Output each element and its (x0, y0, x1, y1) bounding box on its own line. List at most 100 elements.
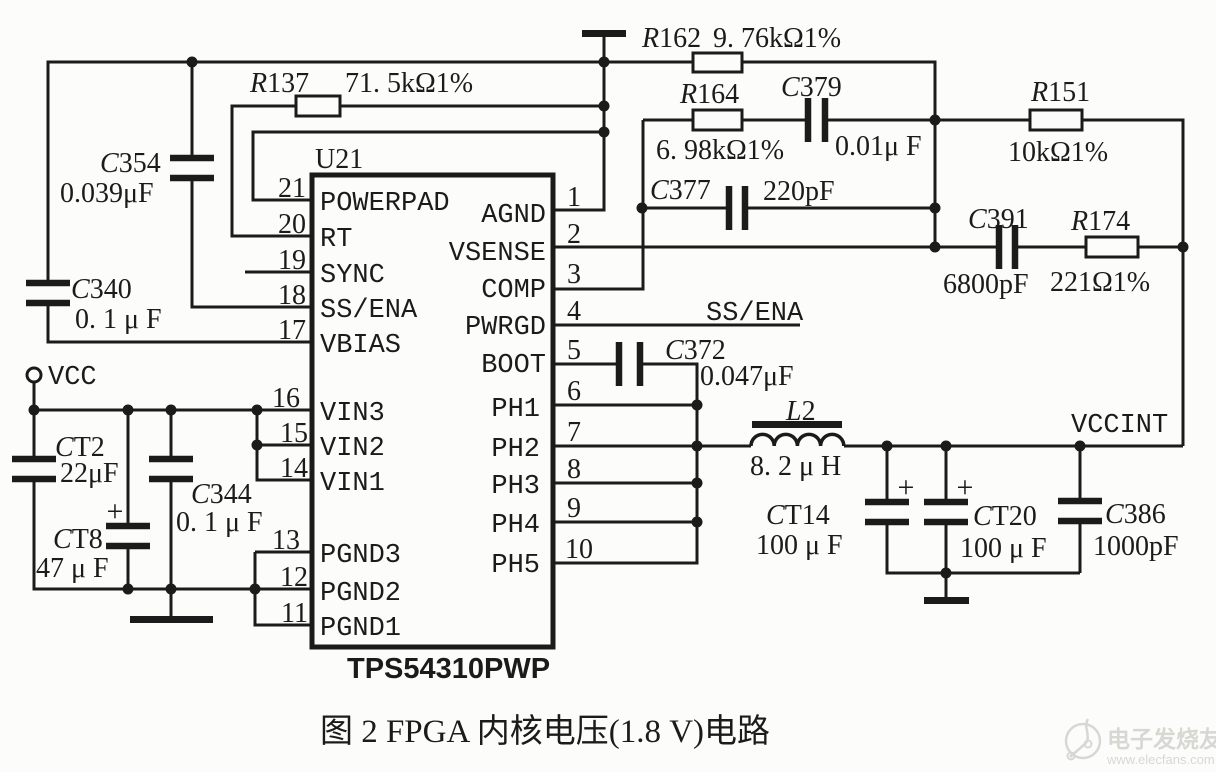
polarity-CT8: + (107, 495, 124, 528)
value-R164: 6. 98kΩ1% (656, 135, 784, 166)
pin-label-agnd: AGND (481, 201, 546, 231)
pin-number-14: 14 (280, 453, 308, 484)
value-CT20: 100 μ F (960, 533, 1047, 564)
inductor-coils (749, 432, 846, 447)
label-R164: R164 (679, 79, 739, 110)
inductor-bar (752, 421, 842, 428)
pin-number-2: 2 (567, 219, 581, 250)
watermark-site: www.elecfans.com (1106, 752, 1215, 767)
label-CT20: CT20 (973, 501, 1037, 532)
vcc-port (25, 366, 43, 384)
pin-label-pgnd1: PGND1 (320, 614, 401, 644)
pin-label-boot: BOOT (481, 351, 546, 381)
pin-number-3: 3 (567, 259, 581, 290)
pin-label-ph2: PH2 (491, 435, 540, 465)
value-C386: 1000pF (1093, 531, 1179, 562)
pin-label-vbias: VBIAS (320, 331, 401, 361)
junction-dot (929, 114, 941, 126)
junction-dot (1177, 241, 1189, 253)
junction-dot (940, 440, 952, 452)
junction-dot (929, 241, 941, 253)
pin-label-vin1: VIN1 (320, 469, 385, 499)
junction-dot (691, 399, 703, 411)
pin-number-19: 19 (278, 245, 306, 276)
net-label-vcc: VCC (48, 363, 97, 393)
capacitor-CT14 (865, 498, 909, 526)
wire-output-caps (885, 446, 1082, 597)
pin-label-ph4: PH4 (491, 511, 540, 541)
wire-c354-ssena (190, 62, 312, 309)
wire-r137-rt (230, 104, 604, 238)
resistors (294, 51, 1140, 259)
junction-dot (251, 404, 263, 416)
label-CT2: CT2 (55, 432, 105, 463)
value-L2: 8. 2 μ H (750, 451, 841, 482)
junction-dot (186, 56, 198, 68)
junction-dot (940, 567, 952, 579)
label-CT14: CT14 (766, 500, 830, 531)
pin-label-ph5: PH5 (491, 551, 540, 581)
label-CT8: CT8 (53, 524, 103, 555)
capacitor-C354 (170, 154, 214, 182)
left-pin-numbers: 21 20 19 18 17 16 15 14 13 12 11 (272, 173, 308, 629)
capacitor-C344 (149, 455, 193, 483)
value-C372: 0.047μF (700, 361, 794, 392)
pin-number-17: 17 (278, 315, 306, 346)
chip-body (309, 172, 556, 650)
wire-agnd-stub-pin1 (553, 34, 606, 212)
value-C379: 0.01μ F (835, 131, 922, 162)
junction-dots (28, 56, 1189, 595)
ground-symbol-right (924, 597, 969, 604)
label-C354: C354 (100, 148, 161, 179)
left-pin-names: POWERPAD RT SYNC SS/ENA VBIAS VIN3 VIN2 … (320, 189, 450, 644)
label-C340: C340 (71, 274, 132, 305)
junction-dot (598, 126, 610, 138)
value-C354: 0.039μF (60, 178, 154, 209)
capacitor-C372 (615, 342, 644, 386)
resistor-R162-body (691, 51, 744, 74)
value-R174: 221Ω1% (1050, 267, 1150, 298)
junction-dot (249, 583, 261, 595)
value-R162: 9. 76kΩ1% (713, 23, 841, 54)
resistor-R137-body (294, 94, 342, 118)
capacitor-CT8 (106, 522, 150, 550)
capacitors (12, 98, 1102, 550)
pin-number-4: 4 (567, 296, 581, 327)
pin-number-16: 16 (272, 383, 300, 414)
pin-label-vin2: VIN2 (320, 434, 385, 464)
pin-number-11: 11 (281, 598, 308, 629)
value-C340: 0. 1 μ F (75, 304, 162, 335)
junction-dot (929, 202, 941, 214)
junction-dot (251, 439, 263, 451)
junction-dot (1074, 440, 1086, 452)
component-labels: R137 71. 5kΩ1% R162 9. 76kΩ1% R164 6. 98… (36, 23, 1179, 584)
label-C372: C372 (665, 335, 726, 366)
pin-label-vin3: VIN3 (320, 399, 385, 429)
watermark: 电子发烧友 www.elecfans.com (1064, 718, 1216, 767)
pin-label-pgnd3: PGND3 (320, 541, 401, 571)
label-C344: C344 (191, 479, 252, 510)
chip-refdes: U21 (315, 144, 363, 175)
label-L2: L2 (785, 396, 816, 427)
agnd-rail-bar (582, 30, 626, 37)
ground-symbol-left (130, 616, 213, 623)
value-C344: 0. 1 μ F (176, 507, 263, 538)
watermark-logo-node2 (1083, 739, 1093, 749)
label-R151: R151 (1030, 77, 1090, 108)
junction-dot (691, 477, 703, 489)
pin-label-sync: SYNC (320, 261, 385, 291)
label-C386: C386 (1105, 499, 1166, 530)
pin-number-1: 1 (567, 182, 581, 213)
junction-dot (165, 583, 177, 595)
value-C377: 220pF (763, 176, 835, 207)
net-label-ss-ena: SS/ENA (706, 299, 804, 329)
capacitor-C391 (995, 225, 1019, 269)
pin-number-9: 9 (567, 493, 581, 524)
label-C377: C377 (650, 175, 711, 206)
junction-dot (598, 100, 610, 112)
pin-number-6: 6 (567, 376, 581, 407)
figure-caption: 图 2 FPGA 内核电压(1.8 V)电路 (320, 713, 770, 750)
junction-dot (636, 202, 648, 214)
pin-number-10: 10 (565, 534, 593, 565)
